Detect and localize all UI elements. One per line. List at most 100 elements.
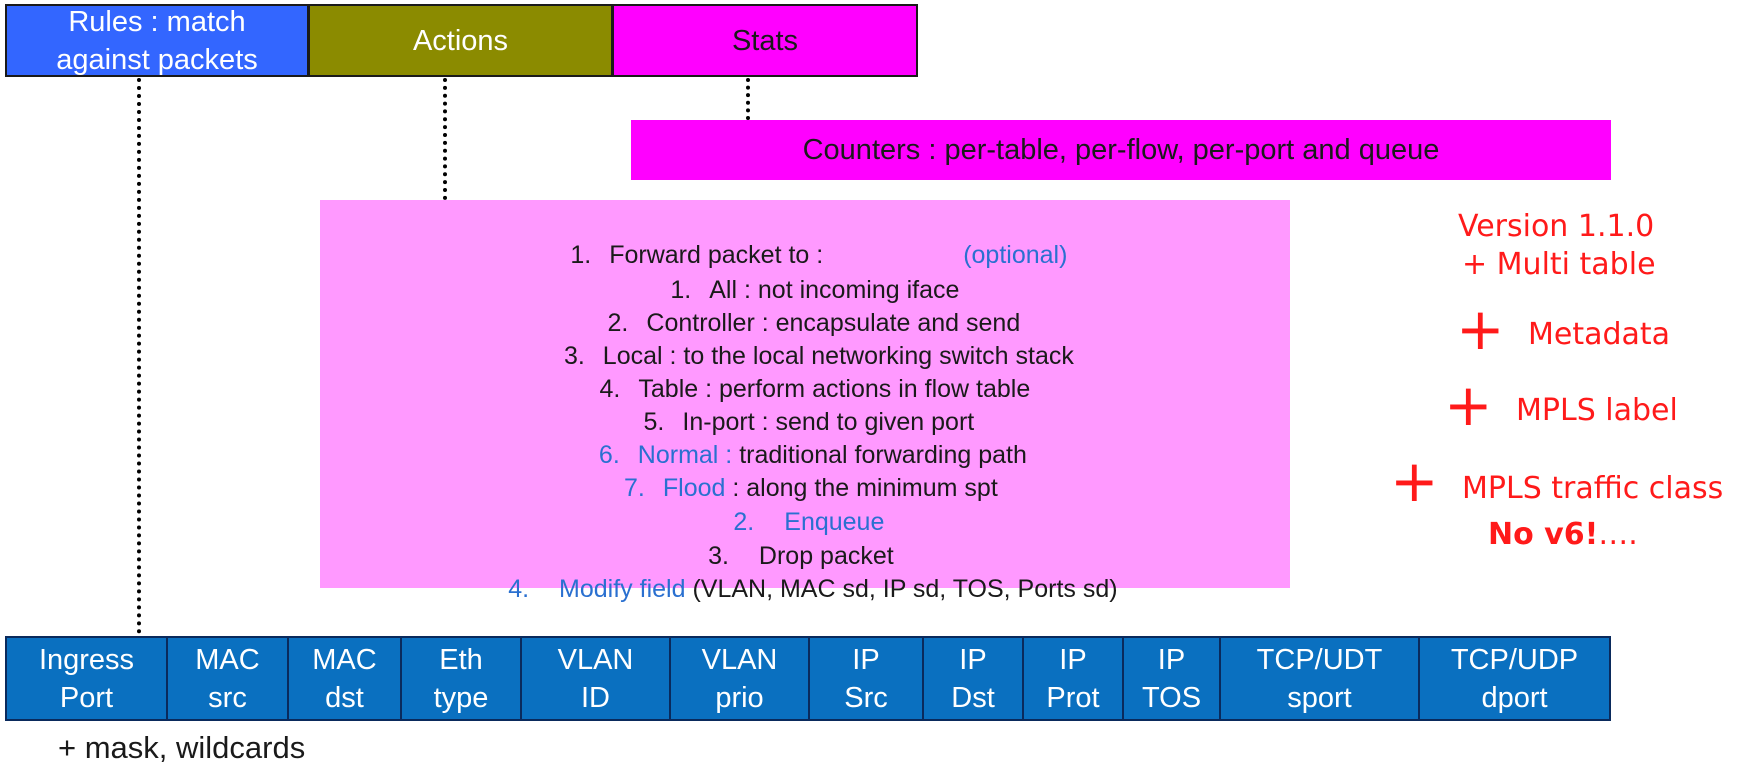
field-vlan-prio: VLAN prio	[671, 638, 810, 719]
action-enqueue-label: Enqueue	[784, 508, 885, 536]
rules-header-line2: against packets	[56, 43, 258, 76]
forward-item-local: 3. Local : to the local networking switch…	[320, 311, 1290, 401]
field-top: TCP/UDP	[1450, 643, 1579, 676]
field-ip-dst: IP Dst	[924, 638, 1024, 719]
item-desc: : not incoming iface	[737, 276, 960, 304]
item-number: 6.	[598, 441, 620, 469]
forward-item-flood: 7. Flood : along the minimum spt	[312, 443, 1282, 533]
actions-connector	[443, 78, 447, 200]
item-label: Controller	[646, 309, 755, 337]
stats-connector	[746, 78, 750, 120]
field-bottom: Src	[844, 681, 888, 714]
forward-item-normal: 6. Normal : traditional forwarding path	[314, 410, 1284, 500]
metadata-label: Metadata	[1528, 317, 1671, 352]
optional-label: (optional)	[963, 241, 1068, 269]
field-top: IP	[852, 643, 880, 676]
field-tcp-sport: TCP/UDT sport	[1221, 638, 1420, 719]
item-number: 7.	[624, 474, 645, 502]
field-top: TCP/UDT	[1256, 643, 1383, 676]
field-ip-tos: IP TOS	[1124, 638, 1221, 719]
item-desc: : encapsulate and send	[754, 309, 1021, 337]
item-desc: : send to given port	[754, 408, 975, 436]
field-top: MAC	[312, 643, 377, 676]
plus-icon: +	[1390, 447, 1439, 515]
item-number: 2.	[607, 309, 629, 337]
field-bottom: dst	[325, 681, 364, 714]
field-bottom: dport	[1481, 681, 1548, 714]
item-number: 4.	[599, 375, 621, 403]
rules-header-line1: Rules : match	[68, 5, 246, 38]
item-number: 3.	[563, 342, 585, 370]
item-label: Local	[602, 342, 663, 370]
field-bottom: type	[433, 681, 489, 714]
forward-item-all: 1. All : not incoming iface	[316, 245, 1286, 335]
action-modify-label: Modify field	[559, 575, 686, 603]
item-number: 1.	[670, 276, 692, 304]
version-line2: + Multi table	[1462, 247, 1656, 282]
no-v6-label: No v6!	[1488, 517, 1599, 552]
field-ip-prot: IP Prot	[1024, 638, 1124, 719]
rules-connector	[137, 78, 141, 634]
item-label: Table	[638, 375, 699, 403]
counters-bar: Counters : per-table, per-flow, per-port…	[631, 120, 1611, 180]
field-tcp-dport: TCP/UDP dport	[1420, 638, 1609, 719]
action-modify: 4. Modify field (VLAN, MAC sd, IP sd, TOS…	[314, 544, 1284, 634]
action-number: 1.	[570, 241, 592, 269]
stats-header: Stats	[612, 4, 918, 77]
forward-item-table: 4. Table : perform actions in flow table	[316, 344, 1286, 434]
action-drop-label: Drop packet	[758, 542, 894, 570]
field-bottom: src	[208, 681, 247, 714]
item-desc: : along the minimum spt	[725, 474, 998, 502]
item-label: All	[709, 276, 738, 304]
plus-icon: +	[1456, 295, 1505, 363]
field-top: IP	[959, 643, 987, 676]
field-top: Ingress	[38, 643, 135, 676]
field-eth-type: Eth type	[402, 638, 522, 719]
field-bottom: TOS	[1141, 681, 1202, 714]
item-number: 5.	[643, 408, 665, 436]
forward-item-inport: 5. In-port : send to given port	[310, 377, 1280, 467]
field-top: MAC	[195, 643, 260, 676]
action-forward-label: Forward packet to :	[609, 241, 824, 269]
item-label: In-port	[682, 408, 755, 436]
field-bottom: Port	[59, 681, 114, 714]
mpls-label: MPLS label	[1516, 393, 1678, 428]
plus-icon: +	[1444, 371, 1493, 439]
field-top: IP	[1059, 643, 1087, 676]
action-drop: 3. Drop packet	[302, 511, 1272, 601]
field-ip-src: IP Src	[810, 638, 924, 719]
rules-header: Rules : match against packets	[5, 4, 309, 77]
forward-item-controller: 2. Controller : encapsulate and send	[315, 278, 1285, 368]
actions-box: 1. Forward packet to : (optional) 1. All : …	[320, 200, 1290, 603]
action-modify-desc: (VLAN, MAC sd, IP sd, TOS, Ports sd)	[685, 575, 1118, 603]
field-top: VLAN	[701, 643, 778, 676]
mask-note: + mask, wildcards	[58, 730, 306, 765]
action-forward: 1. Forward packet to : (optional)	[320, 210, 1290, 300]
field-top: VLAN	[557, 643, 634, 676]
item-desc: traditional forwarding path	[732, 441, 1027, 469]
item-desc: : perform actions in flow table	[698, 375, 1031, 403]
field-mac-dst: MAC dst	[289, 638, 402, 719]
field-mac-src: MAC src	[168, 638, 289, 719]
item-desc: : to the local networking switch stack	[662, 342, 1074, 370]
item-label: Normal :	[637, 441, 733, 469]
field-bottom: ID	[581, 681, 610, 714]
field-bottom: Dst	[951, 681, 995, 714]
field-bottom: prio	[715, 681, 764, 714]
field-top: IP	[1157, 643, 1186, 676]
action-number: 3.	[708, 542, 729, 570]
actions-header: Actions	[308, 4, 613, 77]
item-label: Flood	[662, 474, 726, 502]
no-v6-ellipsis: ….	[1598, 517, 1638, 552]
no-v6-note: No v6!….	[1488, 516, 1638, 554]
field-bottom: sport	[1287, 681, 1352, 714]
action-number: 4.	[508, 575, 530, 603]
field-vlan-id: VLAN ID	[522, 638, 671, 719]
field-top: Eth	[439, 643, 483, 676]
action-enqueue: 2.Enqueue	[310, 477, 1280, 567]
field-bottom: Prot	[1046, 681, 1100, 714]
mpls-traffic-class: MPLS traffic class	[1462, 471, 1724, 506]
version-line1: Version 1.1.0	[1458, 209, 1655, 244]
